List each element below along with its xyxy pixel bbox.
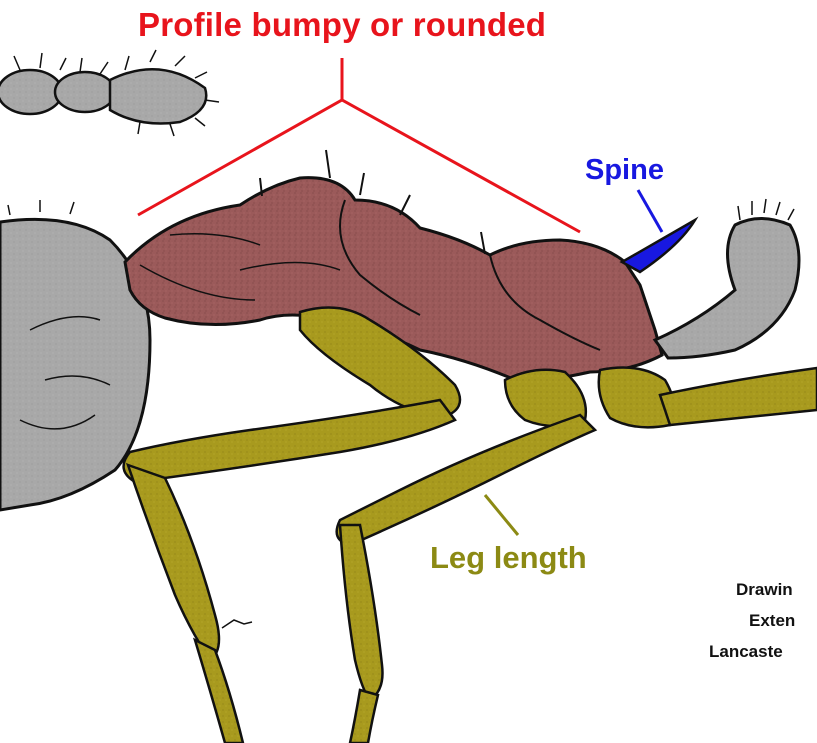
profile-label: Profile bumpy or rounded [138,6,546,44]
antenna [0,50,219,136]
leg-length-pointer [485,495,518,535]
spine-pointer [638,190,662,232]
leg-length-label: Leg length [430,540,587,576]
credit-line-2: Exten [749,611,795,631]
credit-line-1: Drawin [736,580,793,600]
spine-label: Spine [585,154,664,187]
credit-line-3: Lancaste [709,642,783,662]
hind-leg [599,368,817,428]
petiole [655,199,799,358]
front-leg [124,308,460,743]
